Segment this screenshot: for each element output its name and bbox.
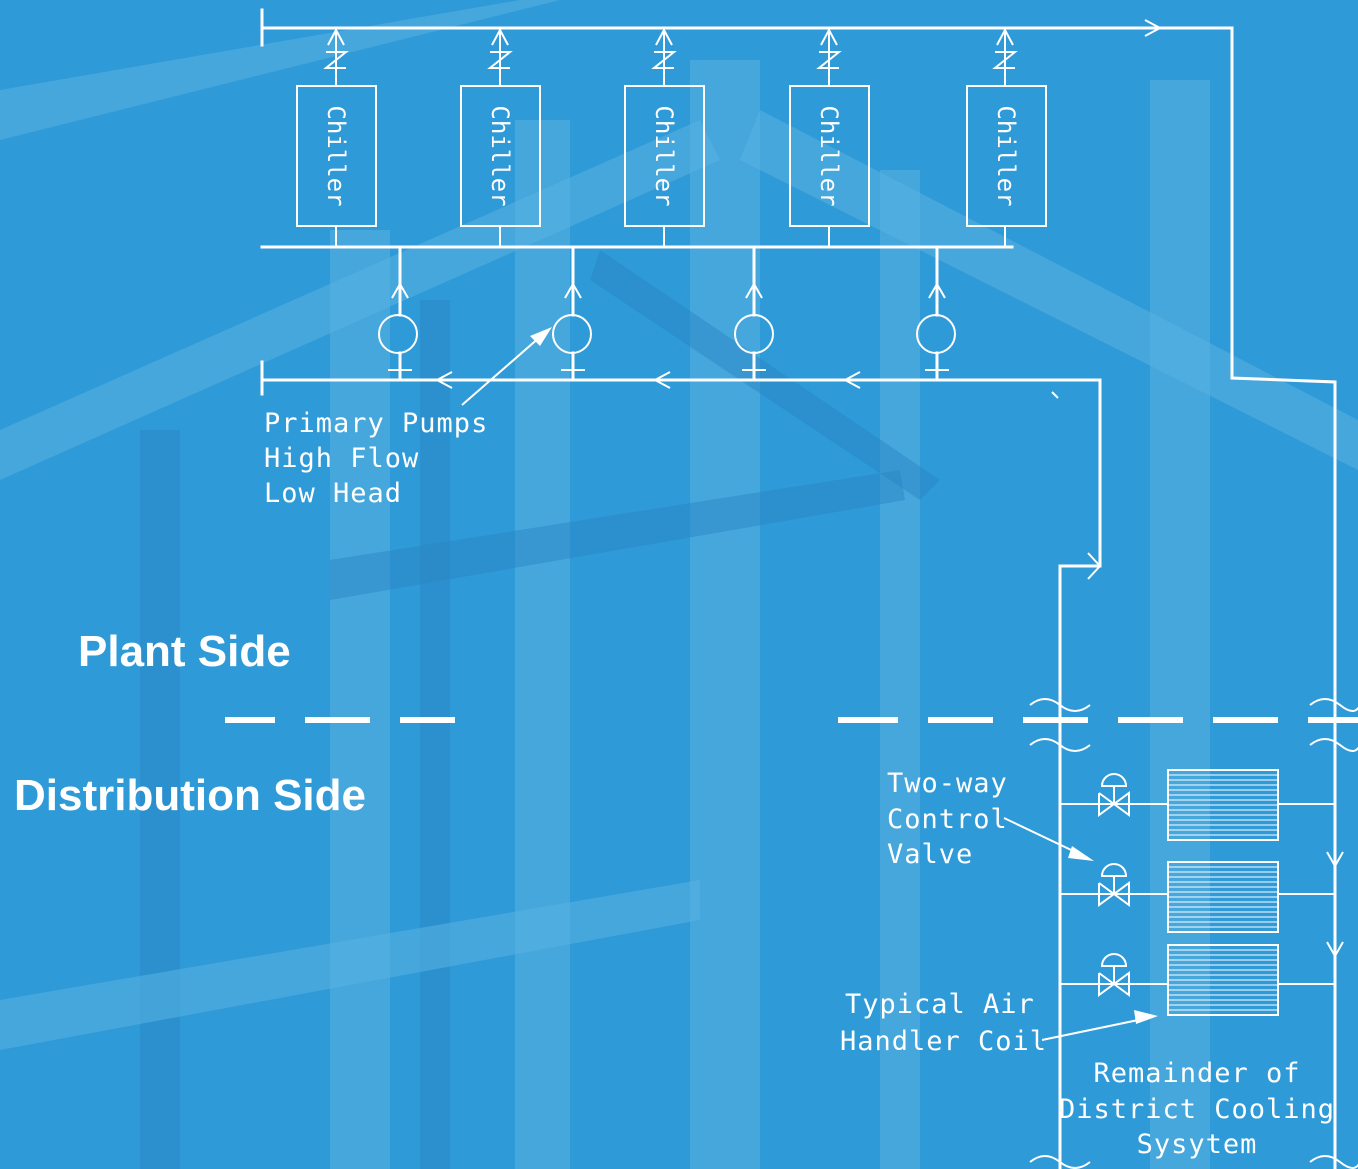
valve-leader [1003, 817, 1094, 861]
pump-3 [734, 245, 774, 382]
pump-leader [461, 327, 552, 406]
chiller-5: Chiller [966, 27, 1047, 247]
chiller-label: Chiller [322, 105, 350, 206]
pump-1 [378, 245, 418, 382]
coil-label-line-1: Typical Air [845, 989, 1035, 1020]
pump-label-line-1: Primary Pumps [264, 408, 488, 439]
supply-header [260, 8, 1337, 1169]
primary-pumps [378, 245, 956, 382]
air-handler-2 [1060, 861, 1335, 933]
remainder-label-line-3: Sysytem [1137, 1129, 1258, 1160]
chiller-4: Chiller [789, 27, 870, 247]
pump-4 [916, 245, 956, 382]
valve-label-line-3: Valve [887, 839, 973, 870]
chiller-label: Chiller [650, 105, 678, 206]
air-handler-3 [1060, 944, 1335, 1016]
pump-label-line-2: High Flow [264, 443, 419, 474]
remainder-label: Remainder of District Cooling Sysytem [1059, 1058, 1335, 1160]
coil-fins [1168, 949, 1278, 1011]
chiller-2: Chiller [460, 27, 541, 247]
plant-side-heading: Plant Side [78, 627, 291, 676]
valve-label-line-2: Control [887, 804, 1008, 835]
distribution-side-heading: Distribution Side [14, 771, 366, 820]
coil-label: Typical Air Handler Coil [840, 989, 1047, 1057]
chiller-label: Chiller [815, 105, 843, 206]
air-handler-1 [1060, 769, 1335, 841]
valve-label-line-1: Two-way [887, 768, 1008, 799]
pump-2 [552, 245, 592, 382]
pump-label: Primary Pumps High Flow Low Head [264, 408, 488, 509]
air-handler-branches [1060, 769, 1344, 1016]
remainder-label-line-2: District Cooling [1059, 1094, 1335, 1125]
coil-leader [1041, 1010, 1158, 1041]
coil-label-line-2: Handler Coil [840, 1026, 1047, 1057]
chiller-label: Chiller [992, 105, 1020, 206]
chiller-1: Chiller [296, 27, 377, 247]
chiller-bank: Chiller Chiller Chiller Chiller [296, 27, 1047, 247]
chiller-3: Chiller [624, 27, 705, 247]
return-header [260, 360, 1102, 1169]
coil-fins [1168, 866, 1278, 928]
coil-fins [1168, 774, 1278, 836]
valve-label: Two-way Control Valve [887, 768, 1008, 870]
pipe-break-symbols [1029, 698, 1358, 1169]
chiller-label: Chiller [486, 105, 514, 206]
remainder-label-line-1: Remainder of [1093, 1058, 1300, 1089]
pump-label-line-3: Low Head [264, 478, 402, 509]
